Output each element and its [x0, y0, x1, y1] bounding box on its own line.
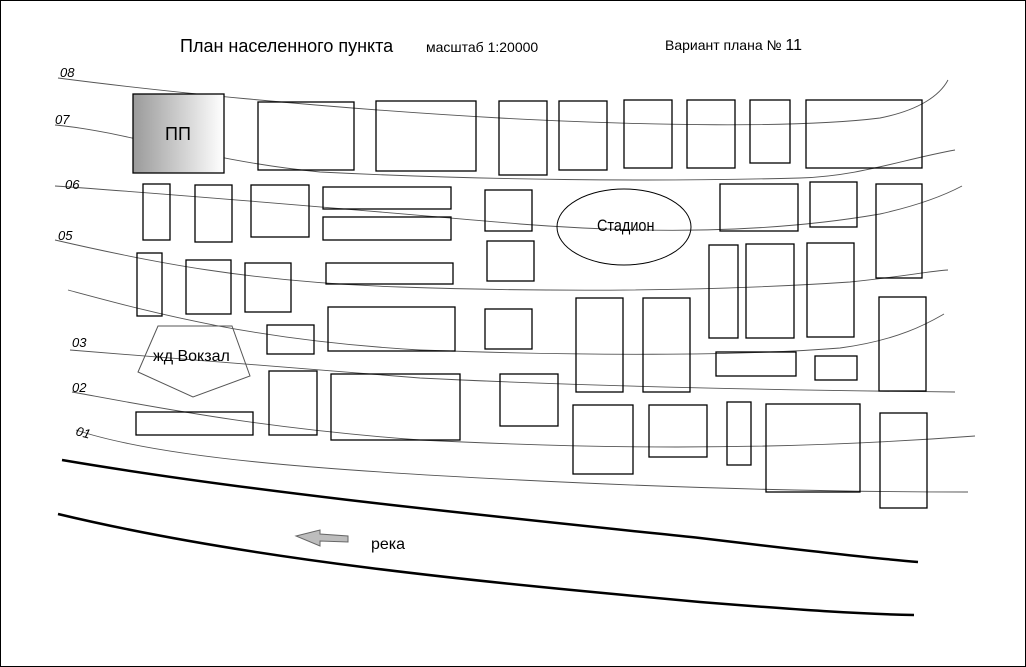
contour-01	[75, 429, 969, 493]
pp-label: ПП	[165, 124, 191, 144]
city-block	[257, 101, 355, 171]
river-bank-upper	[61, 458, 919, 564]
city-block	[322, 186, 452, 210]
city-block	[266, 324, 315, 355]
city-block	[268, 370, 318, 436]
contour-label-02: 02	[72, 380, 87, 395]
city-block	[330, 373, 461, 441]
city-block	[715, 351, 797, 377]
contour-02	[71, 391, 976, 448]
city-blocks	[135, 99, 928, 509]
city-block	[194, 184, 233, 243]
stadium-ellipse	[556, 188, 692, 266]
city-block	[648, 404, 708, 458]
river-flow-arrow-icon	[294, 529, 349, 547]
city-block	[575, 297, 624, 393]
contour-label-05: 05	[58, 228, 73, 243]
city-block	[765, 403, 861, 493]
city-block	[325, 262, 454, 285]
city-block	[814, 355, 858, 381]
plan-variant-number: 11	[785, 37, 803, 54]
city-block	[708, 244, 739, 339]
city-block	[499, 373, 559, 427]
contour-05	[54, 239, 949, 291]
city-block	[484, 189, 533, 232]
pp-block	[132, 93, 225, 174]
city-block	[244, 262, 292, 313]
city-block	[135, 411, 254, 436]
city-block	[726, 401, 752, 466]
contour-04	[67, 289, 945, 355]
city-block	[185, 259, 232, 315]
contour-label-03: 03	[72, 335, 87, 350]
map-title: План населенного пункта	[180, 36, 394, 56]
stadium-label: Стадион	[597, 216, 655, 235]
city-block	[250, 184, 310, 238]
contour-label-07: 07	[55, 112, 70, 127]
city-block	[327, 306, 456, 352]
map-scale: масштаб 1:20000	[426, 39, 539, 55]
contour-label-06: 06	[65, 177, 80, 192]
city-block	[879, 412, 928, 509]
city-block	[572, 404, 634, 475]
railway-station-label: жд Вокзал	[153, 348, 230, 365]
city-block	[486, 240, 535, 282]
city-block	[875, 183, 923, 279]
city-block	[806, 242, 855, 338]
railway-station-shape	[137, 325, 251, 398]
city-block	[719, 183, 799, 232]
city-block	[375, 100, 477, 172]
city-block	[136, 252, 163, 317]
river-banks	[57, 458, 919, 617]
city-block	[878, 296, 927, 392]
city-block	[558, 100, 608, 171]
city-block	[498, 100, 548, 176]
city-block	[686, 99, 736, 169]
plan-variant-label: Вариант плана №	[665, 37, 782, 53]
city-block	[623, 99, 673, 169]
river-bank-lower	[57, 512, 915, 617]
contour-label-08: 08	[60, 65, 75, 80]
city-block	[322, 216, 452, 241]
contour-06	[54, 185, 963, 231]
contour-lines	[54, 77, 976, 493]
river-label: река	[371, 536, 406, 553]
plan-variant: Вариант плана № 11	[665, 37, 802, 55]
city-block	[142, 183, 171, 241]
city-block	[809, 181, 858, 228]
city-block	[484, 308, 533, 350]
city-block	[745, 243, 795, 339]
city-block	[749, 99, 791, 164]
city-block	[805, 99, 923, 169]
city-block	[642, 297, 691, 393]
